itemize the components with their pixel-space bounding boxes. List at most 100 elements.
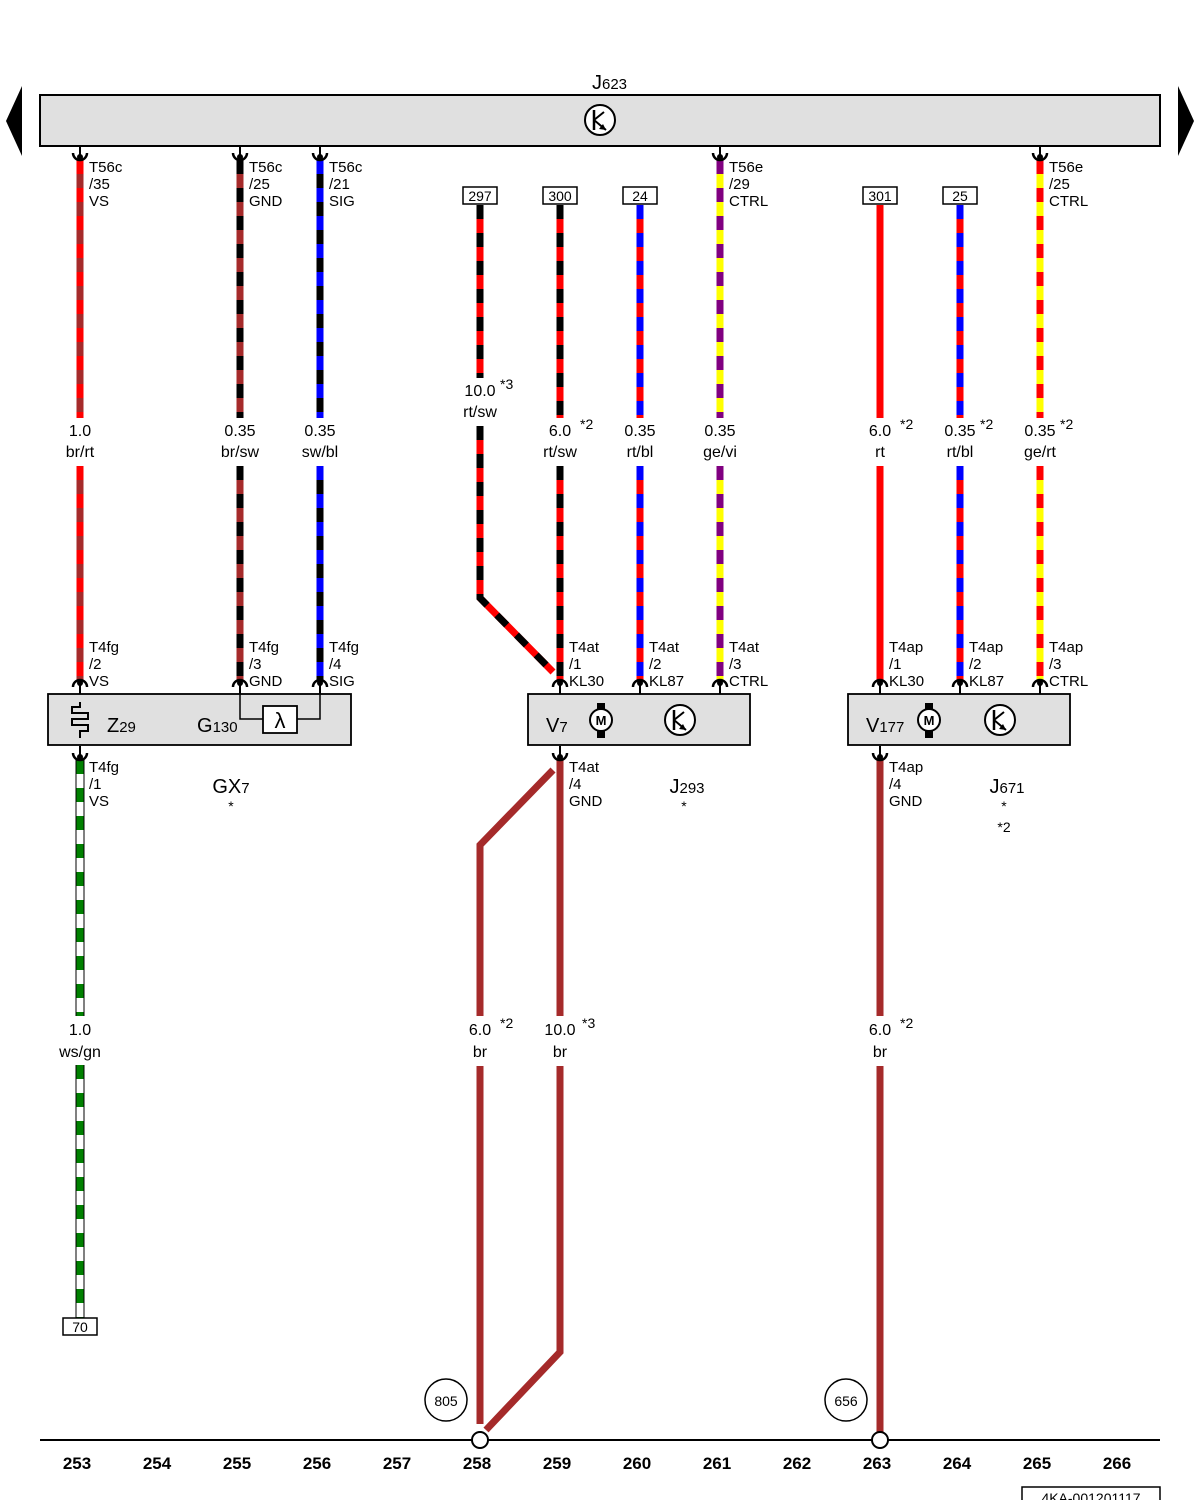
connector-label: T4at bbox=[569, 759, 600, 776]
wire-color: br bbox=[473, 1044, 488, 1061]
connector-pin bbox=[311, 678, 329, 694]
connector-label: /1 bbox=[89, 776, 102, 793]
transistor-icon bbox=[664, 704, 696, 736]
gx7-label: GX7 bbox=[212, 776, 249, 798]
ref-box: 297 bbox=[462, 186, 498, 205]
svg-text:λ: λ bbox=[275, 708, 286, 733]
connector-label: KL30 bbox=[569, 673, 604, 690]
wire-size: 6.0 bbox=[469, 1022, 491, 1039]
ref-box: 70 bbox=[62, 1317, 98, 1336]
connector-label: T4ap bbox=[969, 639, 1003, 656]
j293-note: * bbox=[681, 798, 687, 814]
connector-label: GND bbox=[249, 673, 283, 690]
wire-size: 0.35 bbox=[224, 423, 255, 440]
ref-box: 24 bbox=[622, 186, 658, 205]
connector-pin bbox=[71, 746, 89, 762]
wire-note: *2 bbox=[580, 416, 593, 432]
connector-label: KL30 bbox=[889, 673, 924, 690]
motor-icon: M bbox=[917, 703, 941, 738]
wire-segment bbox=[476, 767, 556, 1016]
wire-note: *2 bbox=[900, 1015, 913, 1031]
connector-label: VS bbox=[89, 673, 109, 690]
wire-size: 0.35 bbox=[1024, 423, 1055, 440]
connector-pin bbox=[871, 678, 889, 694]
connector-label: /4 bbox=[569, 776, 582, 793]
column-number: 255 bbox=[223, 1454, 251, 1473]
nav-left-arrow[interactable] bbox=[6, 86, 22, 156]
nav-right-arrow[interactable] bbox=[1178, 86, 1194, 156]
svg-text:301: 301 bbox=[868, 188, 892, 204]
wire-color: ge/vi bbox=[703, 444, 737, 461]
column-number: 264 bbox=[943, 1454, 972, 1473]
connector-pins bbox=[71, 146, 1049, 762]
connector-label: VS bbox=[89, 793, 109, 810]
connector-label: T4at bbox=[649, 639, 680, 656]
svg-text:24: 24 bbox=[632, 188, 648, 204]
doc-id: 4KA-001201117 bbox=[1021, 1486, 1161, 1500]
ecu-label: J623 bbox=[592, 72, 627, 94]
connector-label: T56c bbox=[329, 159, 363, 176]
ref-box: 25 bbox=[942, 186, 978, 205]
connector-label: T4ap bbox=[1049, 639, 1083, 656]
connector-label: T4at bbox=[729, 639, 760, 656]
j671-note: * bbox=[1001, 798, 1007, 814]
connector-label: T56e bbox=[729, 159, 763, 176]
connector-label: SIG bbox=[329, 193, 355, 210]
component-j671: V177 M J671 * *2 bbox=[847, 693, 1071, 835]
svg-text:656: 656 bbox=[834, 1393, 858, 1409]
connector-label: CTRL bbox=[1049, 673, 1088, 690]
wire-size: 6.0 bbox=[869, 423, 891, 440]
wire-stripe bbox=[476, 426, 556, 675]
svg-text:805: 805 bbox=[434, 1393, 458, 1409]
column-number: 266 bbox=[1103, 1454, 1131, 1473]
connector-label: KL87 bbox=[649, 673, 684, 690]
wires bbox=[75, 160, 1044, 1433]
connector-pin bbox=[711, 146, 729, 162]
v177-label: V177 bbox=[866, 715, 904, 737]
connector-label: T4fg bbox=[329, 639, 359, 656]
column-number: 259 bbox=[543, 1454, 571, 1473]
connector-label: SIG bbox=[329, 673, 355, 690]
connector-pin bbox=[631, 678, 649, 694]
wire-size: 0.35 bbox=[944, 423, 975, 440]
wire-color: rt/bl bbox=[947, 444, 974, 461]
svg-text:70: 70 bbox=[72, 1319, 88, 1335]
connector-label: KL87 bbox=[969, 673, 1004, 690]
connector-label: T4ap bbox=[889, 639, 923, 656]
connector-pin bbox=[1031, 146, 1049, 162]
wire-color: ge/rt bbox=[1024, 444, 1057, 461]
wire-color: rt/bl bbox=[627, 444, 654, 461]
connector-label: T4fg bbox=[89, 759, 119, 776]
connector-pin bbox=[871, 746, 889, 762]
transistor-icon bbox=[984, 704, 1016, 736]
connector-pin bbox=[711, 678, 729, 694]
wire-color: br bbox=[873, 1044, 888, 1061]
connector-label: /1 bbox=[569, 656, 582, 673]
connector-label: /2 bbox=[969, 656, 982, 673]
wire-color: rt/sw bbox=[463, 404, 497, 421]
column-number: 253 bbox=[63, 1454, 91, 1473]
wire-note: *2 bbox=[980, 416, 993, 432]
connector-pin bbox=[231, 678, 249, 694]
gx7-note: * bbox=[228, 798, 234, 814]
column-number: 257 bbox=[383, 1454, 411, 1473]
connector-label: /2 bbox=[649, 656, 662, 673]
connector-label: T4at bbox=[569, 639, 600, 656]
connector-pin bbox=[231, 146, 249, 162]
column-number: 260 bbox=[623, 1454, 651, 1473]
connector-label: /25 bbox=[1049, 176, 1070, 193]
wire-size: 0.35 bbox=[624, 423, 655, 440]
connector-label: T4fg bbox=[89, 639, 119, 656]
connector-label: /3 bbox=[1049, 656, 1062, 673]
j671-label: J671 bbox=[989, 776, 1024, 798]
transistor-icon bbox=[584, 104, 616, 136]
connector-label: /2 bbox=[89, 656, 102, 673]
ground-656: 656 bbox=[824, 1378, 868, 1422]
ref-box: 301 bbox=[862, 186, 898, 205]
wire-note: *2 bbox=[500, 1015, 513, 1031]
column-number: 256 bbox=[303, 1454, 331, 1473]
connector-pin bbox=[71, 146, 89, 162]
connector-label: CTRL bbox=[729, 193, 768, 210]
